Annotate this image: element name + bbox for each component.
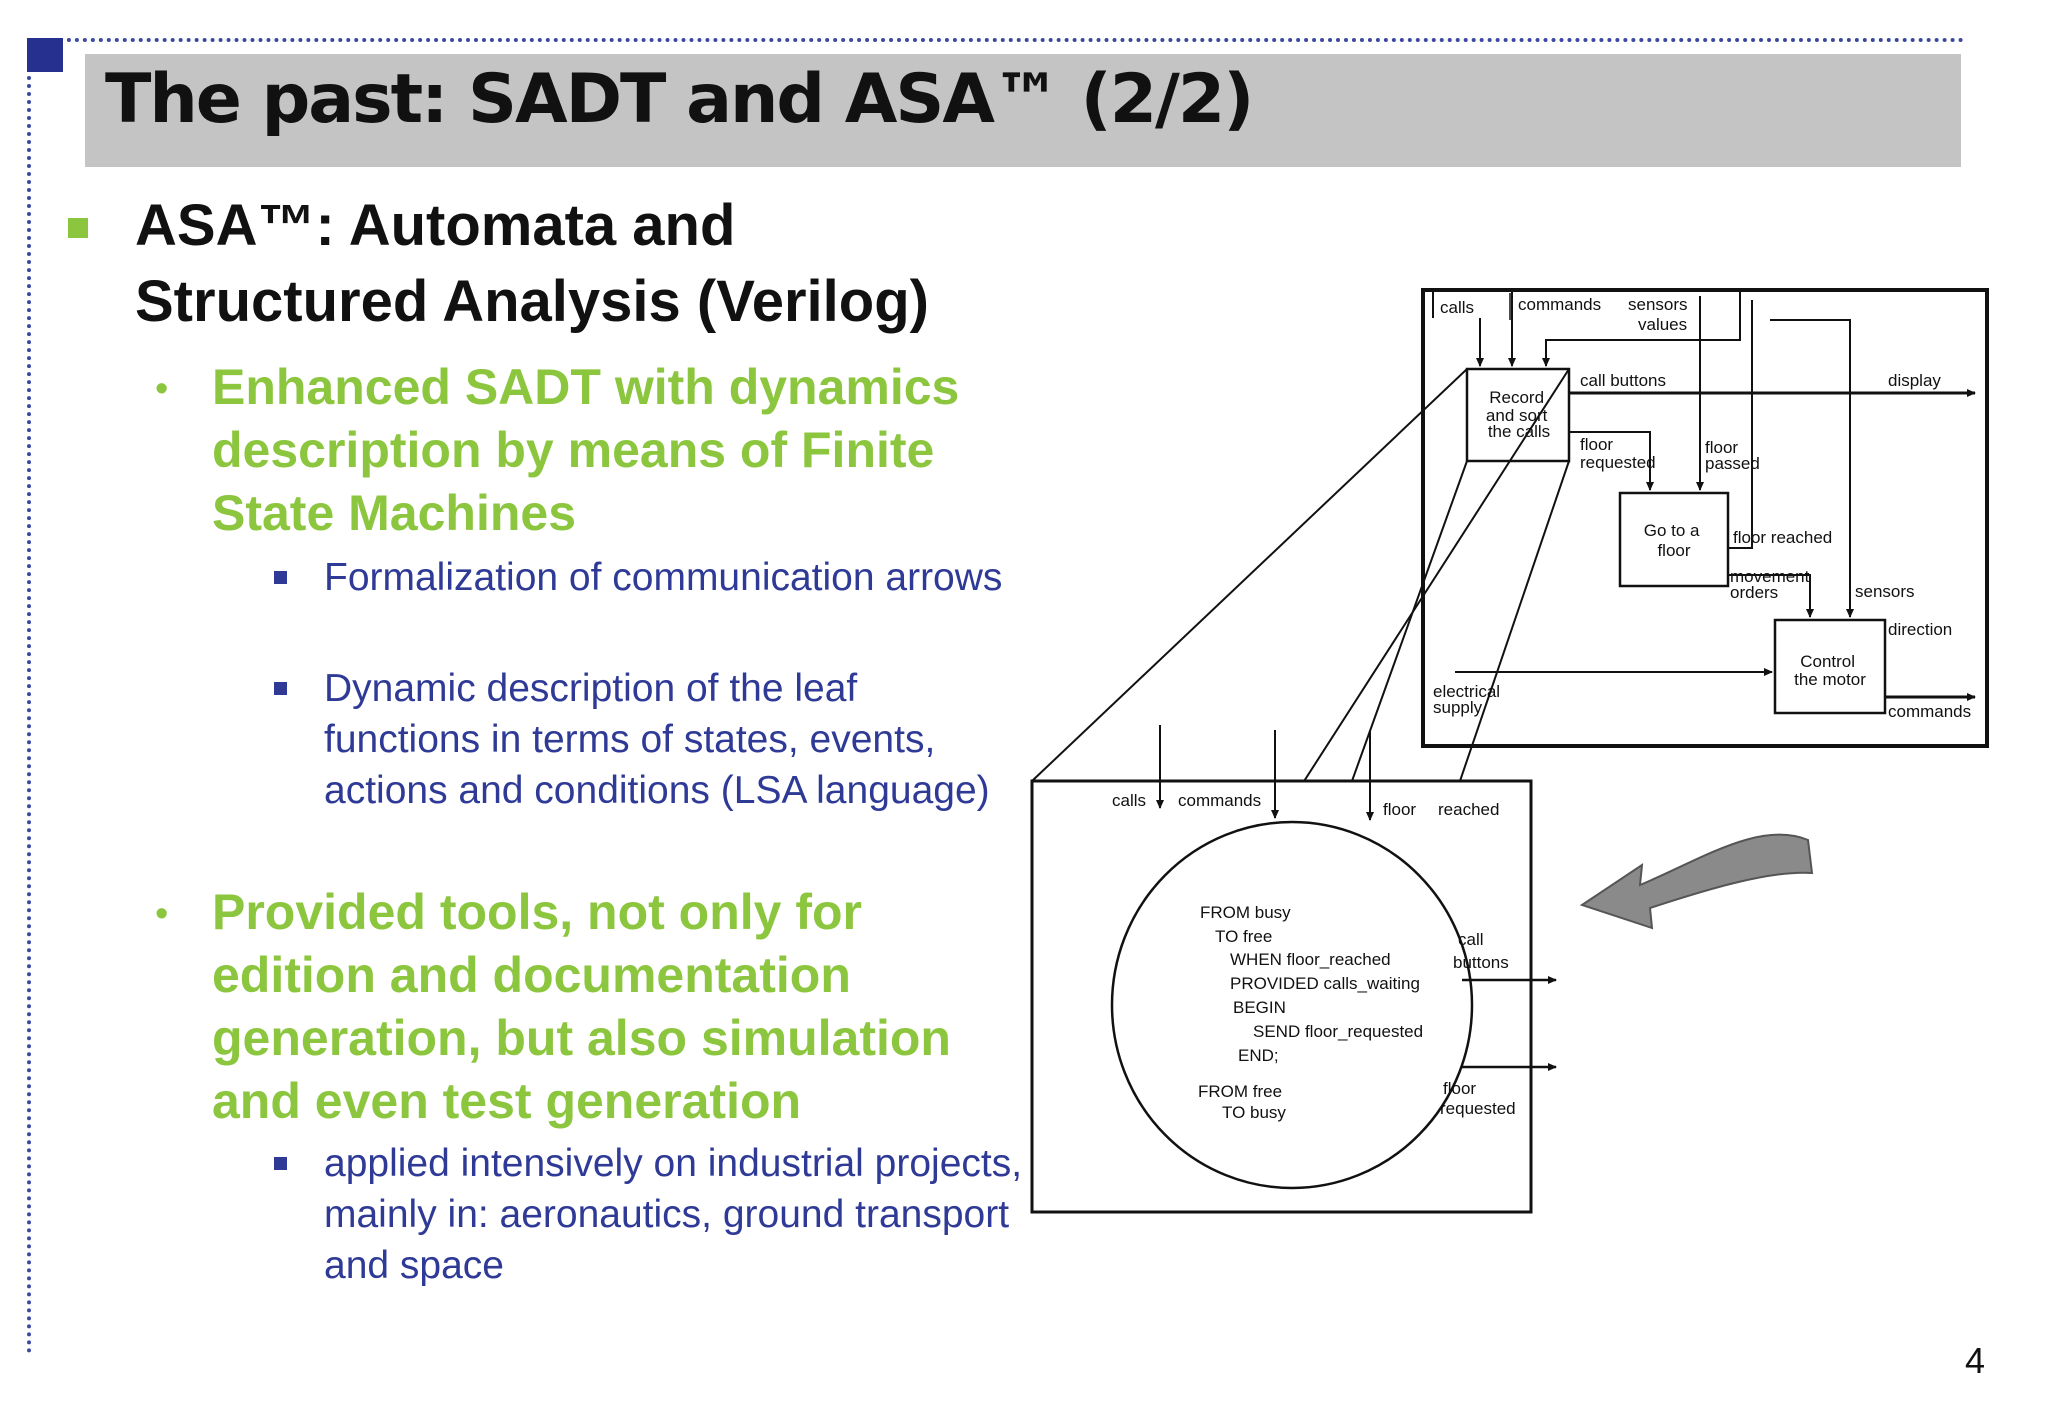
code-line-8: FROM free <box>1198 1082 1282 1101</box>
corner-square-decoration <box>27 38 63 72</box>
label-calls-detail: calls <box>1112 791 1146 810</box>
curved-arrow-icon <box>1579 833 1814 930</box>
code-line-6: SEND floor_requested <box>1253 1022 1423 1041</box>
label-movement-1: movement <box>1730 567 1810 586</box>
top-dotted-rule <box>27 38 1965 42</box>
sub-bullet-icon <box>274 571 287 584</box>
svg-text:Record and sort the ca: Record and sort the calls <box>1486 388 1552 441</box>
label-buttons-detail: buttons <box>1453 953 1509 972</box>
title-bar <box>85 54 1961 167</box>
svg-text:Go to a floor: Go to a floor <box>1644 521 1705 560</box>
label-elec-2: supply <box>1433 698 1483 717</box>
label-commands-out: commands <box>1888 702 1971 721</box>
label-commands-detail: commands <box>1178 791 1261 810</box>
svg-text:FROM busy TO free WHE: FROM busy TO free WHEN floor_reached PRO… <box>1198 903 1428 1122</box>
box-goto-line1: Go to a <box>1644 521 1700 540</box>
label-display: display <box>1888 371 1941 390</box>
point-1-sub-2: Dynamic description of the leaf function… <box>324 667 990 812</box>
label-sensors-top: sensors <box>1628 295 1688 314</box>
box-go-to-floor <box>1618 491 1730 588</box>
top-diagram-frame <box>1421 288 1989 748</box>
svg-text:movement orders: movement orders <box>1730 567 1814 602</box>
page-number: 4 <box>1965 1340 1986 1381</box>
sub-bullet-icon <box>274 682 287 695</box>
label-floor-passed-1: floor <box>1705 438 1738 457</box>
label-sensors-right: sensors <box>1855 582 1915 601</box>
box-control-line2: the motor <box>1794 670 1866 689</box>
bullet-dot-icon: • <box>155 893 169 935</box>
box-record-line3: the calls <box>1488 422 1550 441</box>
code-line-2: TO free <box>1215 927 1272 946</box>
box-goto-line2: floor <box>1657 541 1690 560</box>
bullet-square-icon <box>68 218 88 238</box>
point-1-sub-1: Formalization of communication arrows <box>324 556 1003 599</box>
box-control-line1: Control <box>1800 652 1855 671</box>
svg-text:electrical supply: electrical supply <box>1433 682 1505 717</box>
label-floor-req-1: floor <box>1580 435 1613 454</box>
label-floor-detail: floor <box>1383 800 1416 819</box>
svg-text:floor requested: floor requested <box>1580 435 1656 472</box>
bullet-dot-icon: • <box>155 368 169 410</box>
label-floor-passed-2: passed <box>1705 454 1760 473</box>
box-record-line2: and sort <box>1486 406 1548 425</box>
label-elec-1: electrical <box>1433 682 1500 701</box>
label-call-buttons: call buttons <box>1580 371 1666 390</box>
label-floor-req-detail-2: requested <box>1440 1099 1516 1118</box>
box-control-motor <box>1773 618 1887 715</box>
label-floor-req-detail-1: floor <box>1443 1079 1476 1098</box>
label-movement-2: orders <box>1730 583 1778 602</box>
code-line-3: WHEN floor_reached <box>1230 950 1391 969</box>
detail-diagram-frame <box>1030 779 1533 1214</box>
sadt-diagram: Record and sort the calls Go to a floor … <box>1030 288 1989 1214</box>
label-floor-req-2: requested <box>1580 453 1656 472</box>
label-values-top: values <box>1638 315 1687 334</box>
code-line-9: TO busy <box>1222 1103 1286 1122</box>
point-1: Enhanced SADT with dynamics description … <box>212 359 960 541</box>
slide-title: The past: SADT and ASA™ (2/2) <box>105 60 1254 139</box>
svg-text:Control the motor: Control the motor <box>1794 652 1866 689</box>
sub-bullet-icon <box>274 1157 287 1170</box>
label-reached-detail: reached <box>1438 800 1499 819</box>
label-call-detail: call <box>1458 930 1484 949</box>
left-dotted-rule <box>27 44 31 1354</box>
svg-text:floor requested: floor requested <box>1440 1079 1516 1118</box>
main-heading: ASA™: Automata and Structured Analysis (… <box>135 193 929 334</box>
svg-text:call buttons: call buttons <box>1453 930 1509 972</box>
point-2-sub-1: applied intensively on industrial projec… <box>324 1142 1023 1287</box>
code-line-5: BEGIN <box>1233 998 1286 1017</box>
box-record-sort <box>1465 367 1571 463</box>
point-2: Provided tools, not only for edition and… <box>212 884 951 1129</box>
box-record-line1: Record <box>1489 388 1544 407</box>
svg-text:floor passed: floor passed <box>1705 438 1760 473</box>
label-floor-reached-top: floor reached <box>1733 528 1832 547</box>
label-direction: direction <box>1888 620 1952 639</box>
code-line-4: PROVIDED calls_waiting <box>1230 974 1420 993</box>
state-machine-circle <box>1110 820 1474 1190</box>
label-commands-top: commands <box>1518 295 1601 314</box>
label-calls-top: calls <box>1440 298 1474 317</box>
code-line-7: END; <box>1238 1046 1279 1065</box>
code-line-1: FROM busy <box>1200 903 1291 922</box>
